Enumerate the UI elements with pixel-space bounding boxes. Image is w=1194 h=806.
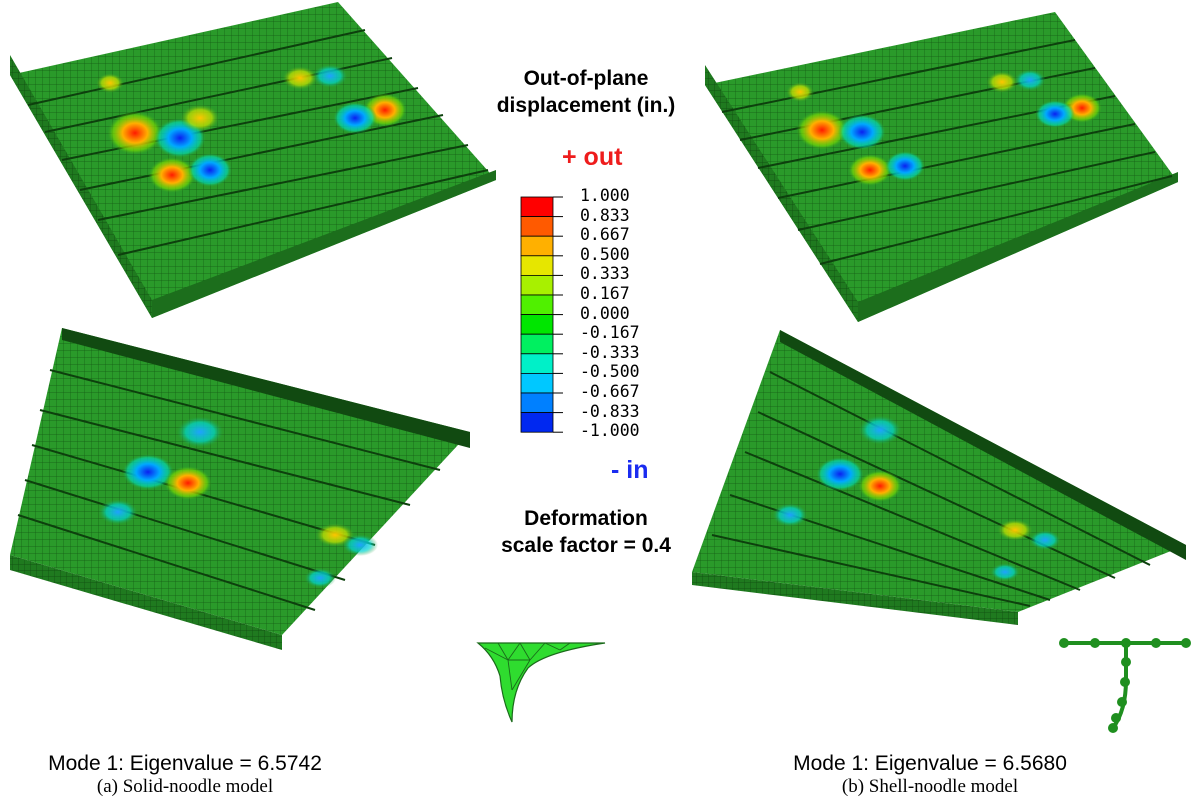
deformation-line1: Deformation xyxy=(524,507,648,530)
panel-b-title: (b) Shell-noodle model xyxy=(841,776,1019,797)
out-label: + out xyxy=(562,143,623,171)
legend-value: 0.667 xyxy=(580,225,630,245)
legend-value: 0.000 xyxy=(580,303,630,323)
legend-swatch xyxy=(520,274,554,296)
legend-swatch xyxy=(520,196,554,218)
legend-value: -0.167 xyxy=(580,323,640,343)
legend-value: -0.500 xyxy=(580,362,640,382)
panel-a-title: (a) Solid-noodle model xyxy=(96,776,274,797)
legend-swatch xyxy=(520,255,554,276)
legend-value: -0.667 xyxy=(580,382,640,401)
legend-value: 0.167 xyxy=(580,284,630,303)
panel-a-caption: Mode 1: Eigenvalue = 6.5742 (a) Solid-no… xyxy=(0,752,370,798)
panel-b-caption: Mode 1: Eigenvalue = 6.5680 (b) Shell-no… xyxy=(745,752,1115,798)
legend-swatch xyxy=(520,294,554,316)
shell-noodle-section-icon xyxy=(1059,638,1191,733)
legend-value: -0.333 xyxy=(580,342,640,362)
legend-swatch xyxy=(520,235,554,257)
legend-value: -0.833 xyxy=(580,401,640,421)
solid-model-top-plate xyxy=(10,2,496,318)
in-label: - in xyxy=(611,456,649,484)
legend-swatch xyxy=(520,412,554,433)
color-legend-bar xyxy=(520,196,563,433)
legend-swatch xyxy=(520,314,554,335)
legend-title-line1: Out-of-plane xyxy=(523,67,649,90)
deformation-line2: scale factor = 0.4 xyxy=(501,534,671,557)
legend-title-line2: displacement (in.) xyxy=(496,94,676,117)
panel-a-eigenvalue: Mode 1: Eigenvalue = 6.5742 xyxy=(48,752,322,775)
shell-model-top-plate xyxy=(705,12,1178,322)
legend-swatch xyxy=(520,333,554,355)
legend-swatch xyxy=(520,353,554,374)
panel-b-eigenvalue: Mode 1: Eigenvalue = 6.5680 xyxy=(793,752,1067,775)
legend-value: 0.833 xyxy=(580,205,630,225)
shell-model-bottom-plate xyxy=(692,330,1186,625)
legend-value: 0.333 xyxy=(580,264,630,284)
legend-swatch xyxy=(520,392,554,414)
legend-swatch xyxy=(520,372,554,394)
legend-value: -1.000 xyxy=(580,421,640,441)
legend-value: 1.000 xyxy=(580,186,630,205)
solid-noodle-section-icon xyxy=(476,642,606,723)
deformation-note: Deformation scale factor = 0.4 xyxy=(466,505,706,559)
legend-swatch xyxy=(520,216,554,237)
legend-value: 0.500 xyxy=(580,244,630,264)
legend-title: Out-of-plane displacement (in.) xyxy=(466,65,706,119)
solid-model-bottom-plate xyxy=(10,328,470,650)
